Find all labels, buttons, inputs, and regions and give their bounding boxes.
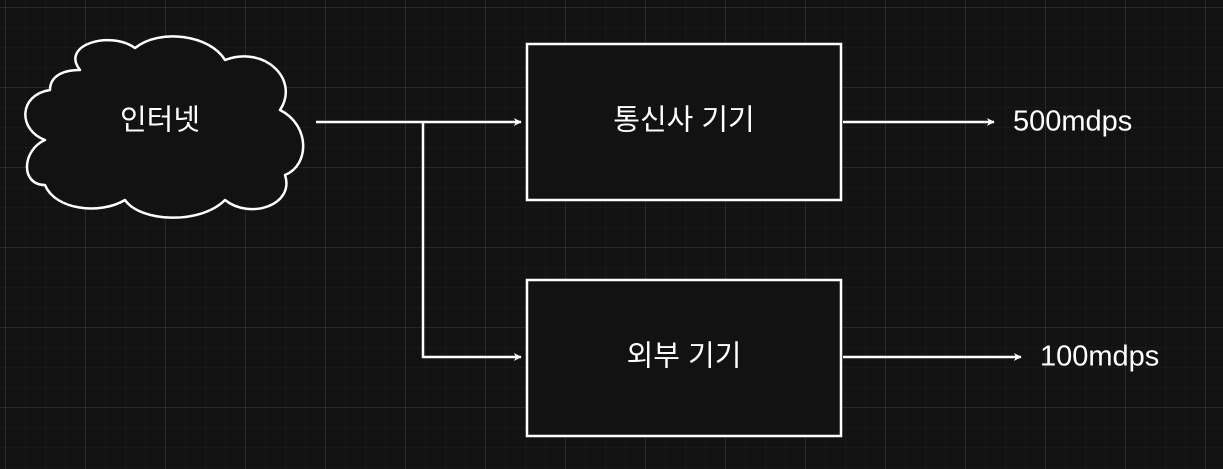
external-device-box[interactable] [525,278,843,438]
internet-label: 인터넷 [119,104,201,137]
edge-internet-to-external [421,122,522,361]
carrier-device-box[interactable] [525,42,843,202]
external-rate-label: 100mdps [1040,340,1160,373]
carrier-rate-label: 500mdps [1013,105,1133,138]
internet-cloud[interactable] [24,35,305,219]
external-device-label: 외부 기기 [626,340,742,373]
carrier-device-label: 통신사 기기 [613,104,755,137]
